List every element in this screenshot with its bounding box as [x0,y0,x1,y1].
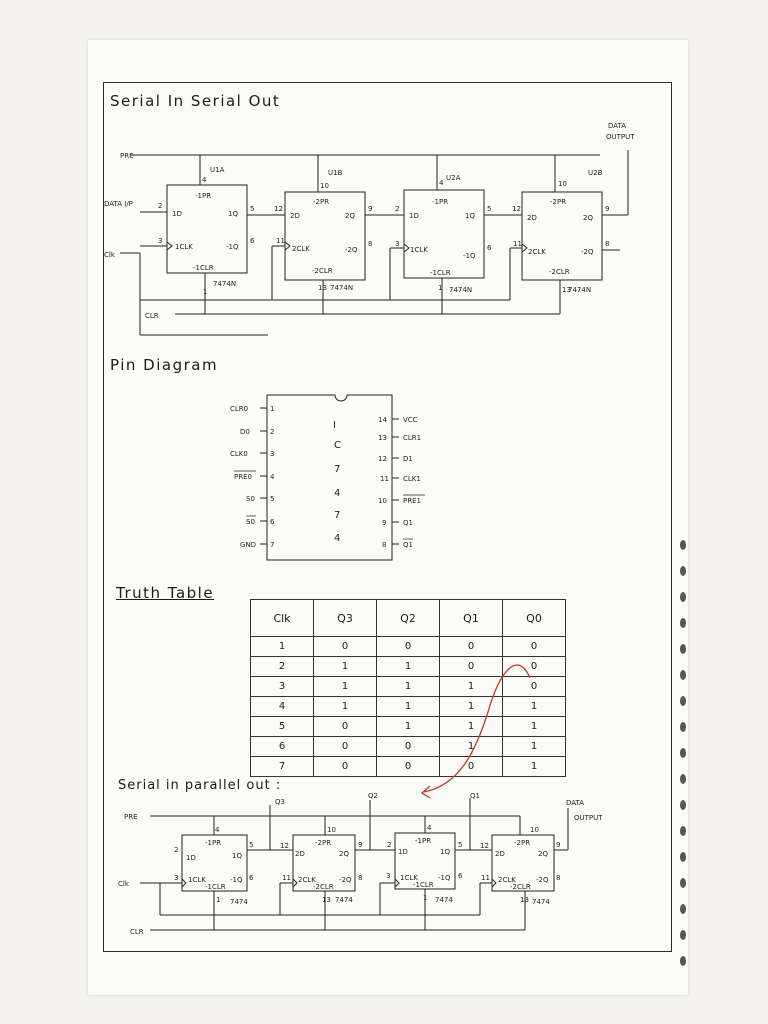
table-cell: 1 [376,716,440,737]
table-cell: 1 [502,696,566,717]
table-cell: 0 [439,656,503,677]
table-cell: 1 [502,756,566,777]
table-cell: 2 [250,656,314,677]
truth-table-title: Truth Table [116,584,215,602]
truth-table: Clk Q3 Q2 Q1 Q0 1 0 0 0 0 2 1 1 0 0 3 1 … [250,599,566,777]
column-header: Q1 [439,599,503,637]
table-cell: 0 [439,636,503,657]
table-row: 1 0 0 0 0 [250,636,566,657]
table-cell: 7 [250,756,314,777]
table-cell: 0 [502,676,566,697]
table-cell: 6 [250,736,314,757]
table-cell: 1 [439,676,503,697]
table-header-row: Clk Q3 Q2 Q1 Q0 [250,599,566,637]
table-cell: 1 [439,736,503,757]
pin-diagram-title: Pin Diagram [110,356,219,374]
table-cell: 0 [439,756,503,777]
column-header: Clk [250,599,314,637]
table-row: 7 0 0 0 1 [250,756,566,777]
table-cell: 1 [439,696,503,717]
table-cell: 0 [313,716,377,737]
table-cell: 1 [376,676,440,697]
table-cell: 0 [376,756,440,777]
table-row: 5 0 1 1 1 [250,716,566,737]
column-header: Q3 [313,599,377,637]
table-cell: 0 [313,736,377,757]
table-cell: 5 [250,716,314,737]
table-row: 2 1 1 0 0 [250,656,566,677]
table-cell: 1 [439,716,503,737]
column-header: Q2 [376,599,440,637]
table-row: 3 1 1 1 0 [250,676,566,697]
table-cell: 1 [502,736,566,757]
table-cell: 0 [376,736,440,757]
table-cell: 1 [502,716,566,737]
table-cell: 0 [502,656,566,677]
table-row: 4 1 1 1 1 [250,696,566,717]
table-cell: 0 [376,636,440,657]
page-border [103,82,672,952]
sipo-title: Serial in parallel out : [118,778,282,793]
table-cell: 1 [250,636,314,657]
table-cell: 1 [376,696,440,717]
table-cell: 4 [250,696,314,717]
table-cell: 1 [313,676,377,697]
table-cell: 3 [250,676,314,697]
table-cell: 1 [313,656,377,677]
siso-title: Serial In Serial Out [110,92,281,110]
table-row: 6 0 0 1 1 [250,736,566,757]
table-cell: 1 [313,696,377,717]
table-cell: 0 [502,636,566,657]
table-cell: 1 [376,656,440,677]
table-cell: 0 [313,756,377,777]
column-header: Q0 [502,599,566,637]
table-cell: 0 [313,636,377,657]
